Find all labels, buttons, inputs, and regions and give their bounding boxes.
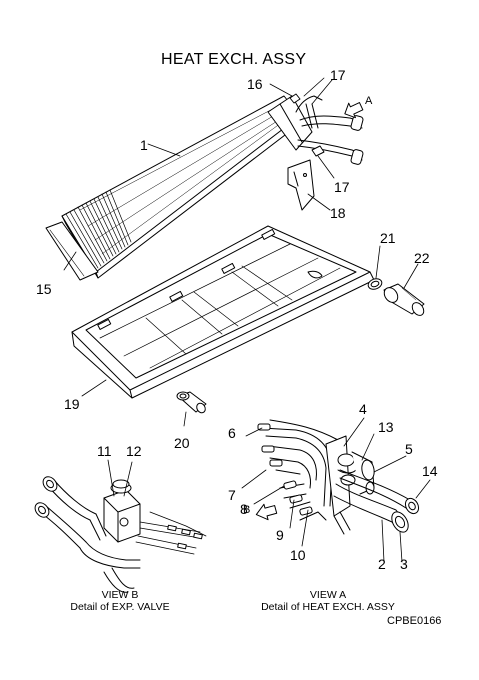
hose-clamp: [367, 278, 383, 290]
drain-hose: [383, 283, 425, 316]
callout-16: 16: [247, 76, 263, 92]
heat-exchanger-core: [61, 95, 313, 279]
callout-8: 8: [240, 501, 248, 517]
callout-17-top: 17: [330, 67, 346, 83]
leader-lines: [63, 77, 431, 563]
callout-6: 6: [228, 425, 236, 441]
view-b-caption: Detail of EXP. VALVE: [70, 601, 170, 613]
callout-10: 10: [290, 547, 306, 563]
callout-2: 2: [378, 556, 386, 572]
callout-7: 7: [228, 487, 236, 503]
drawing-code: CPBE0166: [387, 615, 442, 627]
callout-22: 22: [414, 250, 430, 266]
drain-pan: [71, 225, 375, 399]
core-outlet-pipes: [289, 93, 364, 165]
view-a-marker: A: [365, 95, 373, 107]
callout-17-bottom: 17: [334, 179, 350, 195]
callout-20: 20: [174, 435, 190, 451]
callout-1: 1: [140, 137, 148, 153]
view-b-title: VIEW B: [101, 589, 139, 601]
callout-14: 14: [422, 463, 438, 479]
view-a-title: VIEW A: [309, 589, 347, 601]
view-a-caption: Detail of HEAT EXCH. ASSY: [261, 601, 395, 613]
callout-15: 15: [36, 281, 52, 297]
callout-21: 21: [380, 230, 396, 246]
expansion-valve-body: [103, 479, 141, 543]
view-a-drawing: [255, 419, 420, 535]
callout-11: 11: [97, 443, 112, 459]
bracket: [287, 159, 315, 211]
callout-12: 12: [126, 443, 142, 459]
callout-5: 5: [405, 441, 413, 457]
callout-19: 19: [64, 396, 80, 412]
callout-4: 4: [359, 401, 367, 417]
callout-3: 3: [400, 556, 408, 572]
view-a-arrow: [344, 102, 364, 119]
view-b-marker: B: [243, 504, 251, 516]
view-b-drawing: [34, 476, 207, 593]
callout-13: 13: [378, 419, 394, 435]
callout-18: 18: [330, 205, 346, 221]
drain-plug: [176, 391, 207, 414]
page-title: HEAT EXCH. ASSY: [161, 51, 307, 68]
assy-body: [325, 435, 357, 517]
callout-9: 9: [276, 527, 284, 543]
